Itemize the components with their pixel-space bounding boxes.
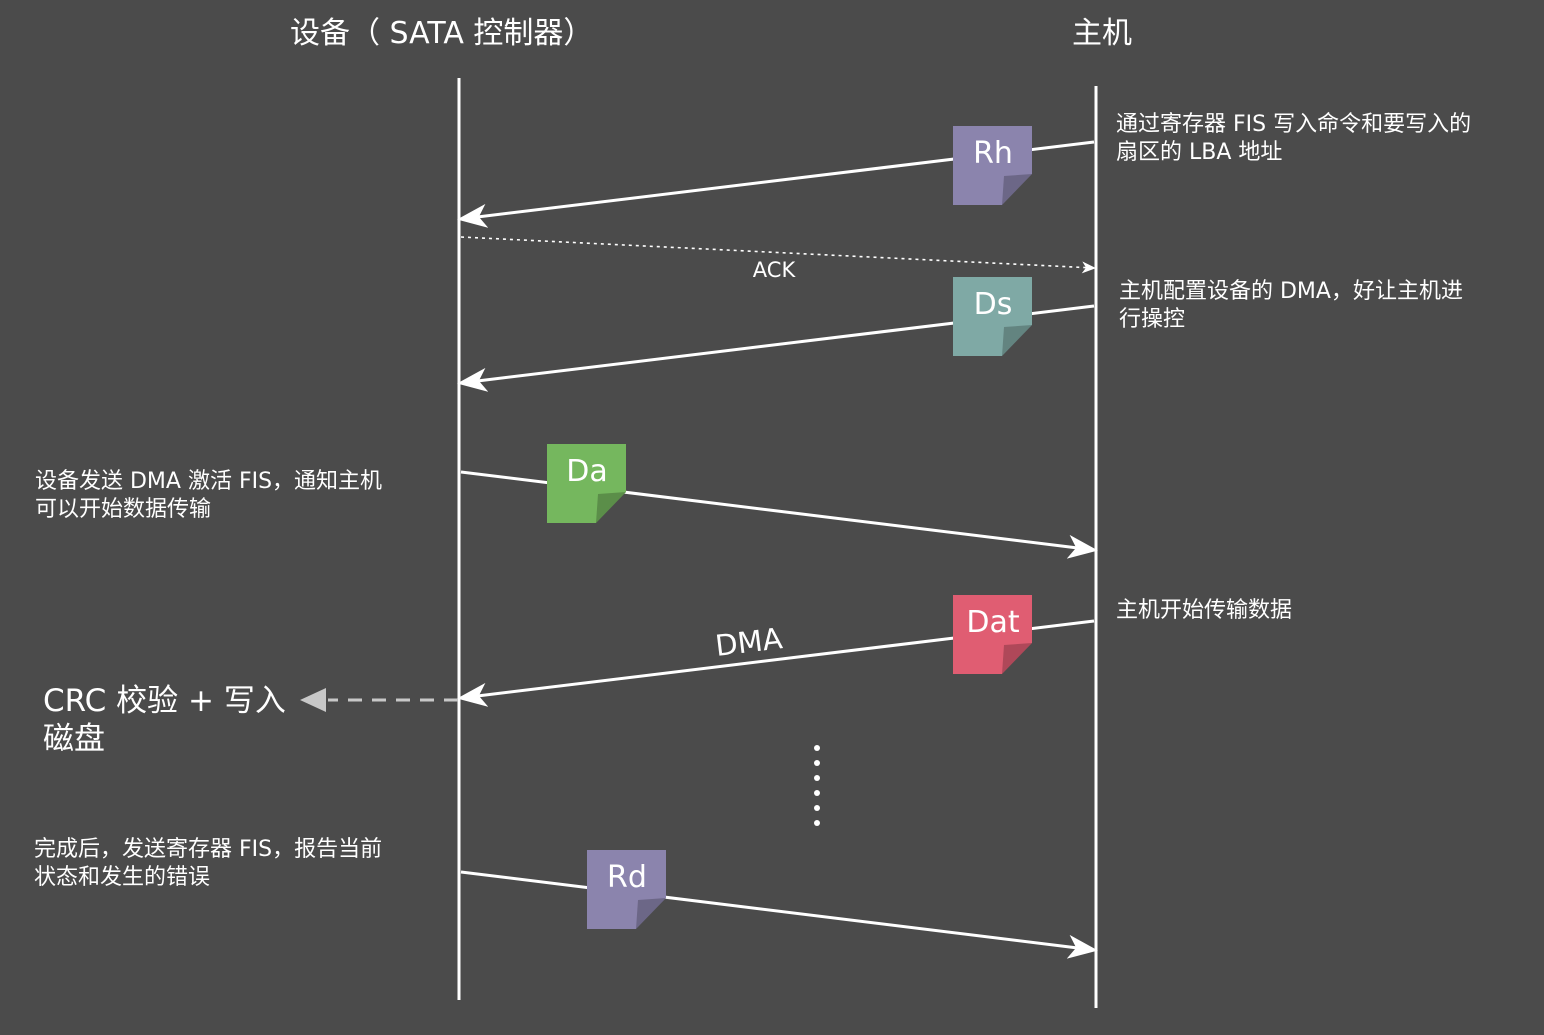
crc-note-line-1: CRC 校验 + 写入 (43, 683, 286, 719)
da-frame-label: Da (566, 454, 607, 489)
ds-frame-body (953, 277, 1032, 356)
dot (814, 805, 820, 811)
dat-frame-label: Dat (966, 605, 1019, 640)
ds-note-line-1: 主机配置设备的 DMA，好让主机进 (1119, 279, 1463, 304)
dot (814, 760, 820, 766)
dat-note: 主机开始传输数据 (1116, 597, 1292, 625)
rh-frame-body (953, 126, 1032, 205)
rh-frame-icon: Rh (953, 126, 1032, 205)
da-note: 设备发送 DMA 激活 FIS，通知主机 可以开始数据传输 (35, 468, 382, 524)
rd-arrow (460, 870, 1098, 959)
rh-note: 通过寄存器 FIS 写入命令和要写入的 扇区的 LBA 地址 (1116, 111, 1471, 167)
da-note-line-2: 可以开始数据传输 (35, 497, 212, 522)
rd-frame-fold (636, 898, 666, 929)
da-frame-icon: Da (547, 444, 626, 523)
da-frame-fold (596, 492, 626, 523)
dot (814, 820, 820, 826)
rh-frame-label: Rh (973, 136, 1013, 171)
dat-note-line-1: 主机开始传输数据 (1116, 598, 1293, 623)
da-frame-body (547, 444, 626, 523)
crc-arrowhead (300, 688, 326, 712)
crc-note: CRC 校验 + 写入 磁盘 (43, 682, 286, 758)
rh-note-line-1: 通过寄存器 FIS 写入命令和要写入的 (1116, 112, 1472, 137)
dot (814, 790, 820, 796)
ds-frame-label: Ds (974, 287, 1013, 322)
dat-frame-fold (1002, 643, 1032, 674)
ds-note-line-2: 行操控 (1119, 307, 1186, 332)
dat-frame-icon: Dat (953, 595, 1032, 674)
ds-frame-icon: Ds (953, 277, 1032, 356)
da-note-line-1: 设备发送 DMA 激活 FIS，通知主机 (35, 469, 383, 494)
continuation-dots (814, 745, 820, 826)
dot (814, 775, 820, 781)
rh-note-line-2: 扇区的 LBA 地址 (1116, 140, 1283, 165)
rd-note: 完成后，发送寄存器 FIS，报告当前 状态和发生的错误 (34, 836, 382, 892)
rd-frame-icon: Rd (587, 850, 666, 929)
ds-note: 主机配置设备的 DMA，好让主机进 行操控 (1119, 278, 1463, 334)
device-title: 设备（ SATA 控制器） (290, 16, 594, 51)
rd-note-line-1: 完成后，发送寄存器 FIS，报告当前 (34, 837, 383, 862)
ack-label: ACK (753, 258, 797, 282)
ds-frame-fold (1002, 325, 1032, 356)
rd-frame-label: Rd (607, 860, 647, 895)
rd-note-line-2: 状态和发生的错误 (34, 865, 211, 890)
rd-frame-body (587, 850, 666, 929)
dma-label: DMA (713, 621, 784, 663)
host-title: 主机 (1072, 16, 1132, 51)
crc-note-line-2: 磁盘 (43, 721, 105, 757)
ack-arrow (460, 236, 1096, 274)
dot (814, 745, 820, 751)
dat-frame-body (953, 595, 1032, 674)
rh-frame-fold (1002, 174, 1032, 205)
